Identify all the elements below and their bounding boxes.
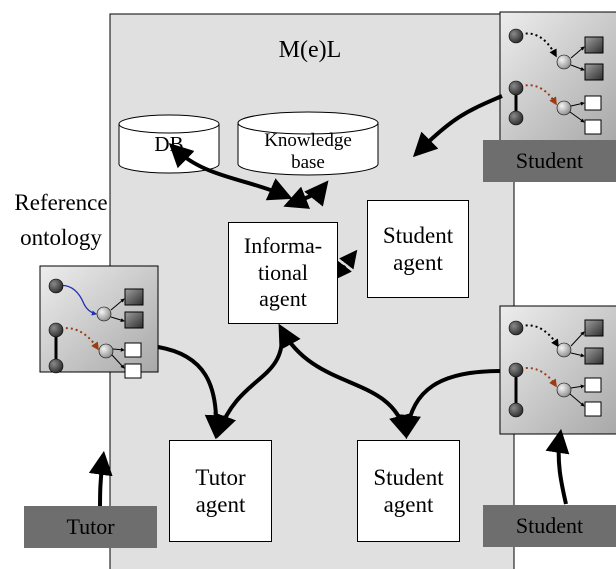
student-agent-label-top: Student agent: [382, 222, 454, 275]
reference-ontology-label: Reference ontology: [14, 190, 108, 250]
student-agent-label-bottom: Student agent: [373, 464, 444, 517]
db-label: DB: [154, 132, 184, 156]
reference-ontology-graph-icon: [39, 265, 159, 379]
student-tag-up-connector: [545, 428, 570, 505]
student-ontology-graph-icon-top: [499, 11, 616, 142]
tutor-agent-label: Tutor agent: [195, 464, 246, 517]
tutor-tag: Tutor: [24, 506, 157, 548]
kb-info-connector: [283, 180, 329, 209]
student-tag-bottom: Student: [483, 505, 616, 547]
tutor-tag-up-connector: [88, 450, 113, 511]
student-panel-to-student-agent-connector: [412, 94, 503, 158]
info-student-agent-connector: [333, 249, 358, 281]
student-panel-to-student-agent-bottom-connector: [397, 369, 501, 440]
student-agent-box-top: Student agent: [367, 200, 469, 298]
informational-agent-box: Informa- tional agent: [228, 222, 338, 324]
db-info-connector: [168, 142, 293, 201]
informational-agent-label: Informa- tional agent: [243, 233, 323, 312]
knowledge-base-label: Knowledge base: [264, 130, 352, 174]
student-ontology-graph-icon-bottom: [499, 305, 616, 435]
info-to-student-bottom-connector: [278, 323, 413, 439]
system-title: M(e)L: [278, 37, 342, 63]
tutor-agent-box: Tutor agent: [169, 440, 272, 542]
student-tag-top: Student: [483, 140, 616, 182]
student-agent-box-bottom: Student agent: [357, 440, 460, 542]
